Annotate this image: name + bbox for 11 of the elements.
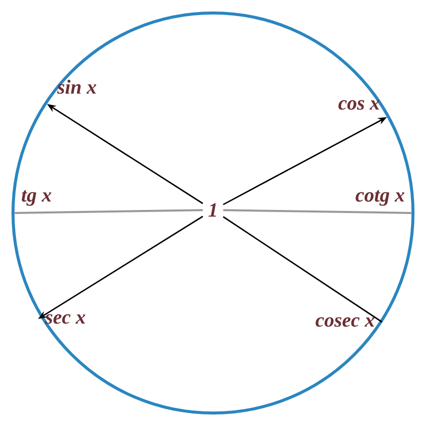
circle (12, 12, 414, 414)
function-label: cotg x (356, 190, 404, 206)
function-label: tg x (22, 190, 52, 206)
function-label: cos x (338, 100, 380, 110)
function-label: sin x (57, 80, 96, 94)
function-label: sec x (45, 314, 86, 324)
line (223, 209, 412, 214)
center-number: 1 (208, 203, 216, 217)
line (222, 216, 382, 323)
function-label: cosec x (316, 317, 374, 327)
line (14, 209, 203, 214)
